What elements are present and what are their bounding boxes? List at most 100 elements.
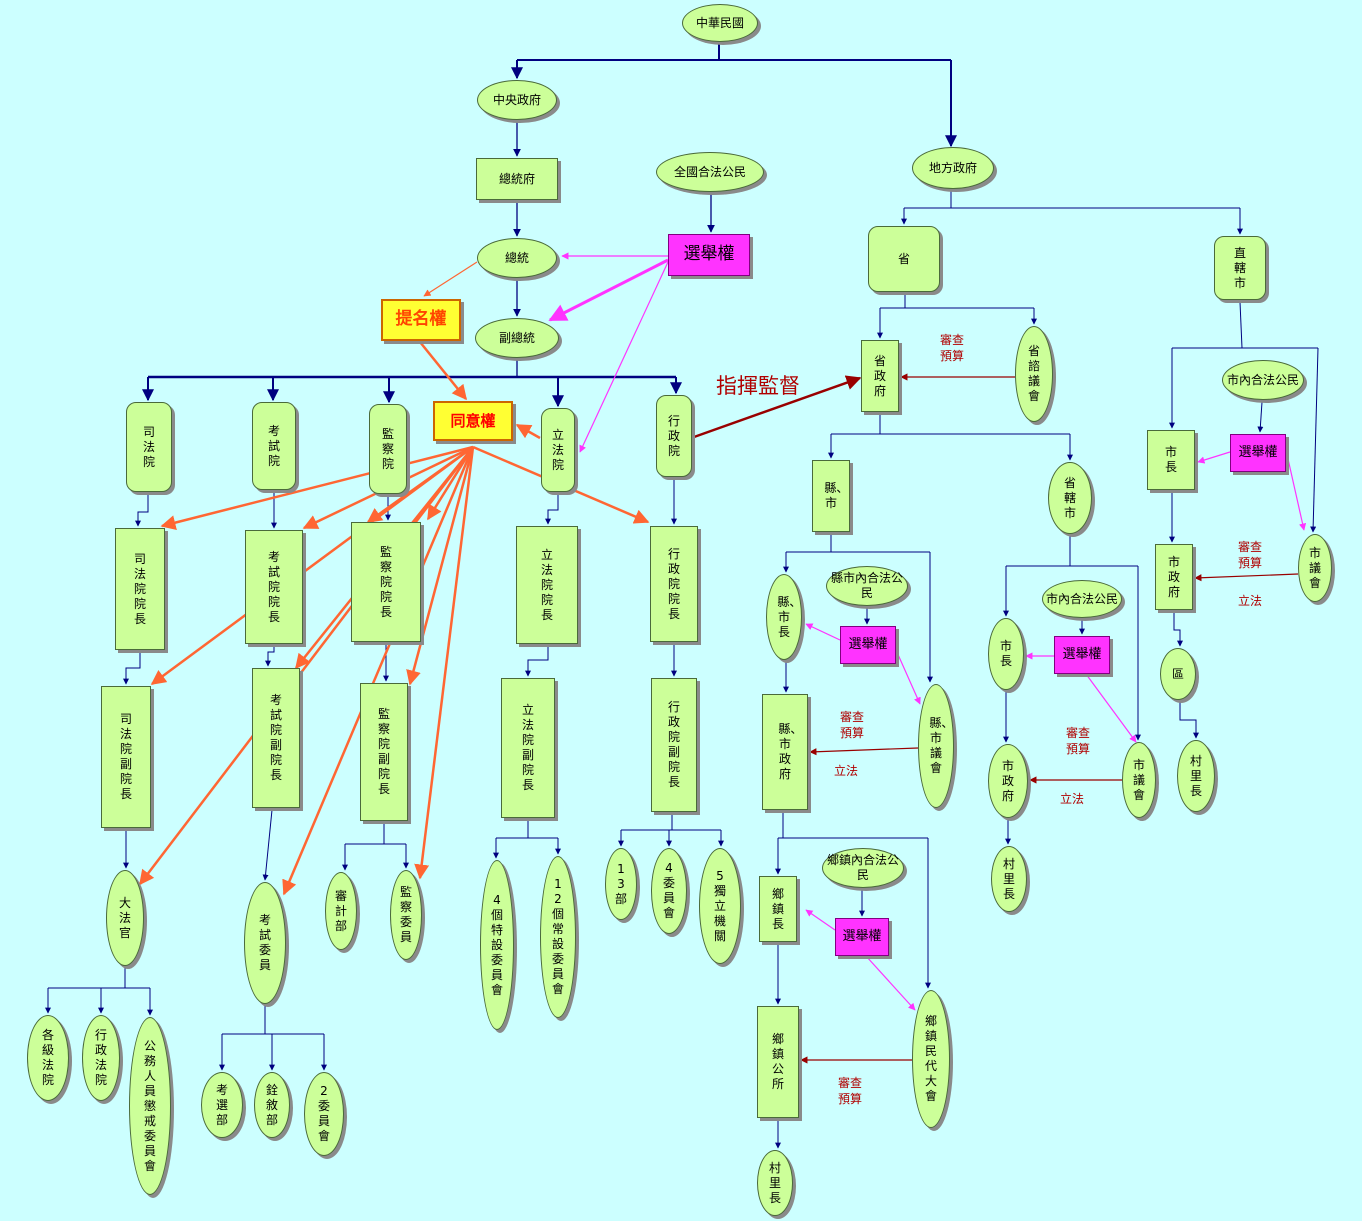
node-muni-village-chief: 村里長 [1177, 740, 1215, 812]
label-county-legislate: 立法 [834, 764, 859, 778]
node-city-election: 選舉權 [1054, 636, 1110, 674]
node-roc: 中華民國 [682, 4, 758, 42]
node-president: 總統 [477, 238, 557, 278]
command-arrow [693, 375, 862, 439]
node-province-council: 省諮議會 [1015, 326, 1053, 422]
node-district: 區 [1160, 648, 1196, 700]
node-judicial-yuan: 司法院 [126, 402, 172, 492]
node-independent-agencies: 5獨立機關 [699, 848, 741, 964]
node-control-yuan: 監察院 [369, 404, 407, 494]
node-town-head: 鄉鎮長 [759, 876, 797, 942]
node-town-office: 鄉鎮公所 [757, 1006, 799, 1118]
node-county-election: 選舉權 [840, 626, 896, 664]
node-nominate: 提名權 [381, 299, 461, 341]
election-to-vp [548, 258, 669, 322]
node-standing-committees: 12個常設委員會 [540, 856, 576, 1018]
link-municit-elect [1257, 401, 1264, 433]
label-town-budget: 審查 預算 [838, 1076, 863, 1106]
link-muni-bus [1239, 301, 1243, 349]
node-admin-court: 行政法院 [82, 1015, 120, 1101]
consent-arrow-3 [139, 446, 474, 886]
node-muni-mayor: 市長 [1147, 430, 1195, 490]
consent-arrow-0 [160, 445, 474, 530]
county-election-council [895, 649, 921, 705]
muni-election-council [1285, 449, 1307, 531]
node-city-village-chief: 村里長 [991, 846, 1027, 912]
node-county-head: 縣、市長 [766, 574, 802, 660]
node-central-government: 中央政府 [477, 80, 557, 120]
node-municipality: 直轄市 [1214, 236, 1266, 300]
muni-election-mayor [1197, 451, 1231, 464]
node-province-government: 省政府 [861, 340, 899, 412]
consent-arrow-8 [406, 446, 475, 686]
node-president-office: 總統府 [476, 158, 558, 200]
city-election-council [1085, 673, 1137, 743]
node-town-council: 鄉鎮民代大會 [912, 990, 950, 1128]
link-jpres-vp [123, 652, 141, 685]
consent-arrow-6 [366, 445, 474, 524]
link-lpres-vp [525, 646, 549, 677]
node-muni-citizens: 市內合法公民 [1222, 360, 1304, 400]
node-exam-committees: 2委員會 [304, 1072, 344, 1156]
node-provincial-city: 省轄市 [1048, 462, 1092, 534]
link-district-village [1179, 702, 1199, 739]
node-exam-yuan: 考試院 [252, 402, 296, 490]
node-vice-president: 副總統 [475, 318, 559, 358]
link-evp-members [262, 809, 273, 881]
node-city-citizens: 市內合法公民 [1042, 580, 1122, 618]
label-city-budget: 審查 預算 [1066, 726, 1091, 756]
node-county-citizens: 縣市內合法公民 [826, 566, 908, 606]
node-county-government: 縣、市政府 [762, 694, 808, 810]
node-muni-government: 市政府 [1155, 544, 1193, 610]
consent-to-legislative [515, 423, 541, 440]
node-control-members: 監察委員 [390, 870, 422, 960]
nominate-to-consent [419, 341, 467, 401]
node-judicial-vice-president: 司法院副院長 [101, 686, 151, 828]
node-legislative-president: 立法院院長 [516, 526, 578, 644]
node-ministries: 13部 [605, 848, 637, 920]
node-town-village-chief: 村里長 [757, 1150, 793, 1216]
consent-arrow-5 [282, 446, 475, 896]
node-exam-members: 考試委員 [244, 882, 286, 1004]
node-exam-vice-president: 考試院副院長 [252, 668, 300, 808]
node-consent: 同意權 [433, 401, 513, 441]
label-command-supervise: 指揮監督 [716, 374, 800, 398]
node-special-committees: 4個特設委員會 [480, 860, 514, 1030]
node-town-election: 選舉權 [835, 918, 889, 956]
label-muni-legislate: 立法 [1238, 594, 1263, 608]
node-muni-council: 市議會 [1298, 534, 1332, 602]
node-executive-vice-president: 行政院副院長 [651, 678, 697, 812]
node-muni-election: 選舉權 [1230, 434, 1286, 472]
node-exam-ministry: 考選部 [201, 1072, 243, 1138]
node-election-central: 選舉權 [668, 234, 750, 276]
nominate-from-president [423, 261, 478, 297]
node-national-citizens: 全國合法公民 [656, 152, 764, 192]
node-legislative-vice-president: 立法院副院長 [501, 678, 555, 818]
town-election-head [805, 909, 836, 931]
node-executive-committees: 4委員會 [651, 848, 687, 934]
label-city-legislate: 立法 [1060, 792, 1085, 806]
node-county-council: 縣、市議會 [918, 684, 954, 808]
node-exam-president: 考試院院長 [245, 530, 303, 644]
node-executive-president: 行政院院長 [650, 526, 698, 642]
label-province-budget: 審查 預算 [940, 333, 965, 363]
node-city-council: 市議會 [1122, 742, 1156, 818]
node-audit-ministry: 審計部 [325, 872, 357, 950]
node-local-government: 地方政府 [912, 147, 994, 189]
label-muni-budget: 審查 預算 [1238, 540, 1263, 570]
node-town-citizens: 鄉鎮內合法公民 [822, 848, 904, 888]
link-jy-pres [135, 494, 149, 527]
link-epres-vp [265, 646, 275, 667]
node-legislative-yuan: 立法院 [541, 408, 575, 492]
election-to-legislative [579, 261, 669, 453]
link-munigov-district [1173, 612, 1183, 647]
node-discipline-commission: 公務人員懲戒委員會 [129, 1017, 171, 1195]
county-review-arrow [809, 747, 919, 756]
consent-arrow-9 [414, 446, 475, 880]
node-grand-justices: 大法官 [106, 870, 144, 966]
county-election-head [805, 623, 841, 641]
label-county-budget: 審查 預算 [840, 710, 865, 740]
node-control-president: 監察院院長 [351, 522, 421, 642]
